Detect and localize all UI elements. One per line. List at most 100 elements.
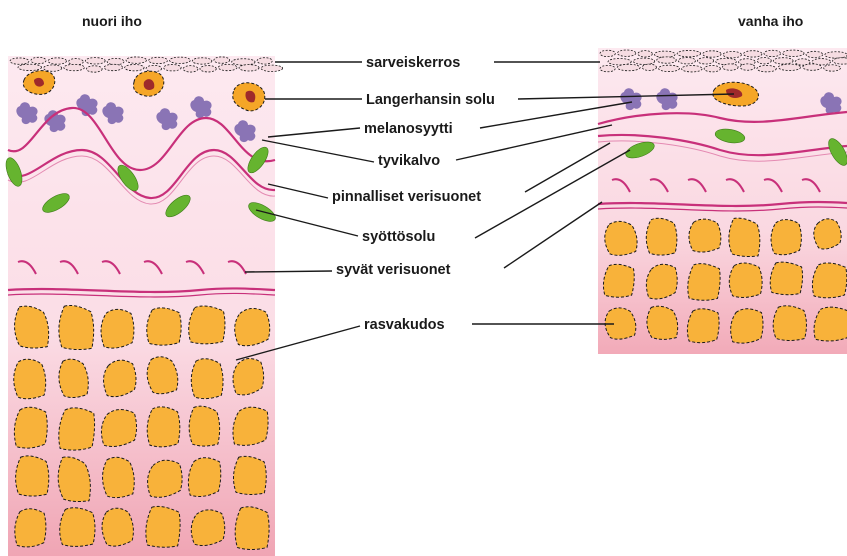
horny-cell bbox=[678, 58, 695, 64]
fat-cell bbox=[101, 410, 136, 447]
horny-cell bbox=[239, 65, 259, 71]
horny-cell bbox=[86, 66, 102, 72]
fat-cell bbox=[605, 221, 637, 255]
horny-cell bbox=[795, 59, 810, 65]
fat-cell bbox=[14, 359, 46, 399]
horny-cell bbox=[68, 59, 83, 65]
horny-cell bbox=[825, 52, 847, 58]
horny-cell bbox=[833, 58, 847, 64]
fat-cell bbox=[814, 307, 847, 341]
fat-cell bbox=[104, 360, 136, 397]
horny-cell bbox=[18, 64, 42, 70]
horny-cell bbox=[85, 58, 105, 64]
horny-cell bbox=[214, 57, 230, 63]
fat-cell bbox=[60, 508, 95, 547]
horny-cell bbox=[698, 58, 714, 64]
horny-cell bbox=[657, 57, 677, 63]
horny-cell bbox=[757, 65, 776, 71]
horny-cell bbox=[654, 51, 675, 57]
fat-cell bbox=[147, 308, 181, 345]
horny-cell bbox=[778, 64, 800, 70]
horny-cell bbox=[170, 57, 191, 63]
leader-line bbox=[245, 271, 332, 272]
horny-cell bbox=[617, 64, 640, 70]
horny-cell bbox=[218, 64, 237, 70]
fat-cell bbox=[731, 309, 763, 343]
horny-cell bbox=[633, 58, 654, 64]
horny-cell bbox=[757, 58, 771, 64]
young-skin-title: nuori iho bbox=[82, 13, 142, 29]
fat-cell bbox=[14, 407, 47, 448]
label-tyvikalvo: tyvikalvo bbox=[378, 153, 440, 169]
label-langerhansin-solu: Langerhansin solu bbox=[366, 92, 495, 108]
fat-cell bbox=[59, 305, 94, 349]
horny-cell bbox=[703, 51, 721, 57]
fat-cell bbox=[191, 359, 223, 399]
fat-cell bbox=[15, 509, 46, 547]
horny-cell bbox=[192, 58, 212, 64]
fat-cell bbox=[147, 407, 180, 447]
fat-cell bbox=[188, 458, 220, 497]
horny-cell bbox=[126, 57, 147, 63]
horny-cell bbox=[812, 59, 831, 65]
fat-cell bbox=[146, 506, 180, 547]
label-melanosyytti: melanosyytti bbox=[364, 121, 453, 137]
horny-cell bbox=[104, 64, 122, 70]
fat-cell bbox=[729, 218, 760, 256]
old-skin-title: vanha iho bbox=[738, 13, 803, 29]
fat-cell bbox=[233, 456, 266, 494]
horny-cell bbox=[783, 50, 804, 56]
fat-cell bbox=[189, 306, 225, 344]
horny-cell bbox=[723, 51, 741, 57]
horny-cell bbox=[716, 58, 737, 64]
fat-cell bbox=[812, 263, 846, 298]
fat-cell bbox=[101, 309, 134, 348]
horny-cell bbox=[64, 64, 85, 70]
fat-cell bbox=[647, 306, 678, 339]
leader-line bbox=[525, 143, 610, 192]
fat-cell bbox=[603, 264, 634, 297]
fat-cell bbox=[646, 218, 677, 255]
label-sarveiskerros: sarveiskerros bbox=[366, 55, 460, 71]
horny-cell bbox=[658, 65, 679, 71]
horny-cell bbox=[764, 50, 781, 56]
horny-cell bbox=[704, 65, 720, 71]
horny-cell bbox=[773, 58, 793, 64]
fat-cell bbox=[16, 456, 49, 496]
fat-cell bbox=[15, 306, 49, 348]
horny-cell bbox=[677, 50, 701, 56]
leader-line bbox=[262, 140, 374, 162]
fat-cell bbox=[59, 359, 88, 397]
fat-cell bbox=[191, 510, 224, 546]
fat-cell bbox=[814, 219, 841, 249]
horny-cell bbox=[803, 64, 822, 70]
horny-cell bbox=[600, 50, 615, 56]
fat-cell bbox=[688, 264, 720, 301]
label-pinnalliset-verisuonet: pinnalliset verisuonet bbox=[332, 189, 481, 205]
label-rasvakudos: rasvakudos bbox=[364, 317, 445, 333]
horny-cell bbox=[740, 64, 755, 70]
horny-cell bbox=[806, 51, 823, 57]
horny-cell bbox=[164, 65, 182, 71]
horny-cell bbox=[638, 51, 652, 57]
horny-cell bbox=[722, 64, 738, 70]
horny-cell bbox=[261, 65, 283, 71]
horny-cell bbox=[10, 58, 29, 64]
horny-cell bbox=[107, 58, 124, 64]
horny-cell bbox=[125, 64, 144, 70]
label-syvat-verisuonet: syvät verisuonet bbox=[336, 262, 451, 278]
fat-cell bbox=[687, 309, 719, 343]
horny-cell bbox=[48, 58, 66, 64]
horny-cell bbox=[824, 65, 841, 71]
horny-cell bbox=[642, 64, 656, 70]
horny-cell bbox=[31, 57, 46, 63]
fat-cell bbox=[102, 508, 133, 546]
young-skin-panel bbox=[3, 56, 283, 556]
fat-cell bbox=[689, 219, 721, 252]
fat-cell bbox=[235, 308, 270, 345]
leader-line bbox=[268, 128, 360, 137]
horny-cell bbox=[183, 66, 198, 72]
leader-line bbox=[504, 202, 602, 268]
horny-cell bbox=[149, 57, 168, 63]
fat-cell bbox=[189, 406, 219, 446]
